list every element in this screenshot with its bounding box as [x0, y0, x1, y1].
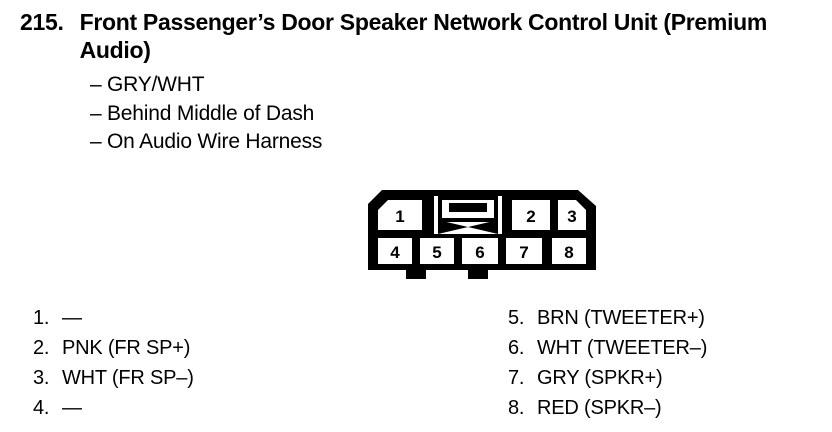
legend-value: WHT (FR SP–) — [62, 367, 194, 389]
pin-cavity-4 — [378, 238, 412, 264]
legend-row: 3. WHT (FR SP–) — [33, 363, 194, 393]
legend-index: 8. — [508, 397, 525, 419]
legend-row: 5. BRN (TWEETER+) — [508, 303, 707, 333]
pin-cavity-7 — [506, 238, 542, 264]
pin-cavity-6 — [462, 238, 498, 264]
pin-cavity-2 — [512, 200, 550, 230]
dash-bullet-icon: – — [90, 73, 102, 96]
legend-row: 7. GRY (SPKR+) — [508, 363, 707, 393]
legend-value: BRN (TWEETER+) — [537, 307, 705, 329]
pin-label-2: 2 — [526, 207, 535, 226]
dash-bullet-icon: – — [90, 130, 102, 153]
legend-index: 5. — [508, 307, 525, 329]
list-item: – On Audio Wire Harness — [90, 128, 322, 157]
pin-label-6: 6 — [475, 243, 484, 262]
list-item: – Behind Middle of Dash — [90, 100, 322, 129]
bullet-text: GRY/WHT — [107, 73, 205, 96]
detail-bullet-list: – GRY/WHT – Behind Middle of Dash – On A… — [90, 71, 322, 157]
locking-tab-slot — [449, 203, 487, 212]
legend-value: GRY (SPKR+) — [537, 367, 663, 389]
legend-row: 1. — — [33, 303, 194, 333]
pin-label-8: 8 — [564, 243, 573, 262]
legend-row: 6. WHT (TWEETER–) — [508, 333, 707, 363]
locking-tab-frame — [438, 196, 498, 222]
bullet-text: On Audio Wire Harness — [107, 130, 323, 153]
bullet-text: Behind Middle of Dash — [107, 101, 315, 125]
dash-bullet-icon: – — [90, 101, 102, 125]
pin-label-1: 1 — [395, 207, 404, 226]
legend-index: 6. — [508, 337, 525, 359]
pin-cavity-8 — [552, 238, 586, 264]
legend-value: — — [62, 307, 82, 329]
legend-row: 2. PNK (FR SP+) — [33, 333, 194, 363]
legend-index: 7. — [508, 367, 525, 389]
legend-row: 8. RED (SPKR–) — [508, 393, 707, 423]
legend-value: PNK (FR SP+) — [62, 337, 191, 359]
legend-value: WHT (TWEETER–) — [537, 337, 708, 359]
locking-tab-bowtie-icon — [438, 220, 498, 234]
legend-row: 4. — — [33, 393, 194, 423]
title-row: 215. Front Passenger’s Door Speaker Netw… — [20, 8, 820, 64]
pin-label-5: 5 — [432, 243, 441, 262]
legend-index: 4. — [33, 397, 50, 419]
pin-cavity-3 — [558, 200, 586, 230]
item-number: 215. — [20, 9, 64, 35]
pin-legend-left: 1. — 2. PNK (FR SP+) 3. WHT (FR SP–) 4. … — [33, 303, 194, 423]
pin-label-3: 3 — [567, 207, 576, 226]
legend-index: 2. — [33, 337, 50, 359]
item-title: Front Passenger’s Door Speaker Network C… — [79, 9, 768, 63]
legend-index: 3. — [33, 367, 50, 389]
pin-label-7: 7 — [519, 243, 528, 262]
pin-label-4: 4 — [390, 243, 400, 262]
legend-value: RED (SPKR–) — [537, 397, 662, 419]
pin-cavity-1 — [378, 200, 422, 230]
pin-cavity-5 — [420, 238, 454, 264]
list-item: – GRY/WHT — [90, 71, 322, 100]
legend-value: — — [62, 397, 82, 419]
connector-diagram: 1 2 3 4 5 6 7 8 — [364, 186, 604, 282]
legend-index: 1. — [33, 307, 50, 329]
page-title: 215. Front Passenger’s Door Speaker Netw… — [20, 8, 820, 64]
pin-legend-right: 5. BRN (TWEETER+) 6. WHT (TWEETER–) 7. G… — [508, 303, 707, 423]
